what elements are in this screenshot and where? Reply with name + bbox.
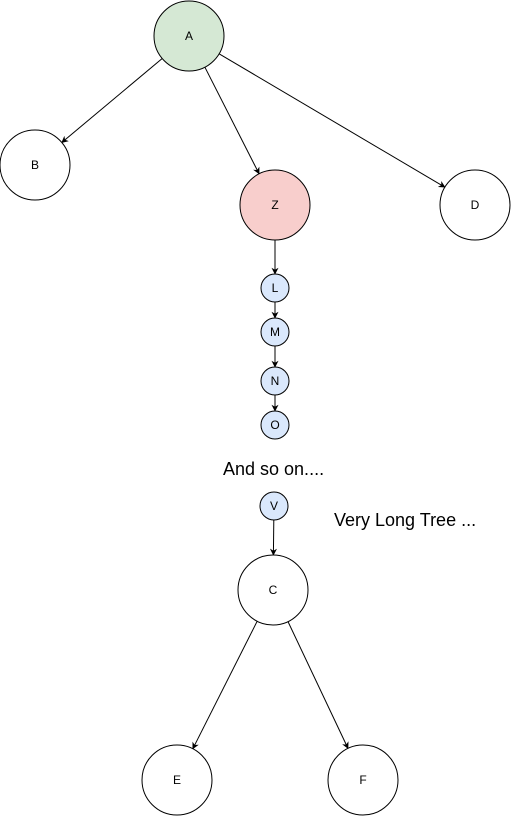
node-circle-d [439,169,511,241]
node-e: E [141,744,213,816]
node-circle-l [260,273,290,303]
edge-a-b [61,58,163,143]
edge-a-z [204,66,260,175]
node-label-a: A [185,29,193,43]
node-circle-z [239,169,311,241]
node-circle-f [327,744,399,816]
edge-a-d [218,53,446,188]
node-a: A [153,0,225,72]
node-c: C [237,554,309,626]
node-f: F [327,744,399,816]
edge-c-f [287,621,349,750]
node-v: V [259,491,289,521]
very-long-tree-note: Very Long Tree ... [334,510,477,530]
node-n: N [260,366,290,396]
node-circle-e [141,744,213,816]
node-o: O [260,410,290,440]
node-label-v: V [270,499,278,513]
node-circle-v [259,491,289,521]
node-label-m: M [270,325,280,339]
node-label-f: F [359,773,366,787]
edge-c-e [192,620,258,750]
node-label-e: E [173,773,181,787]
node-b: B [0,129,71,201]
node-label-l: L [272,281,279,295]
node-label-d: D [471,198,480,212]
edges [61,53,446,750]
node-circle-o [260,410,290,440]
node-label-c: C [269,583,278,597]
node-label-o: O [270,418,279,432]
node-label-b: B [31,158,39,172]
node-m: M [260,317,290,347]
and-so-on-note: And so on.... [223,459,325,479]
node-circle-a [153,0,225,72]
node-circle-n [260,366,290,396]
node-l: L [260,273,290,303]
node-label-n: N [271,374,280,388]
node-z: Z [239,169,311,241]
node-circle-m [260,317,290,347]
node-label-z: Z [271,198,278,212]
node-circle-b [0,129,71,201]
node-d: D [439,169,511,241]
node-circle-c [237,554,309,626]
